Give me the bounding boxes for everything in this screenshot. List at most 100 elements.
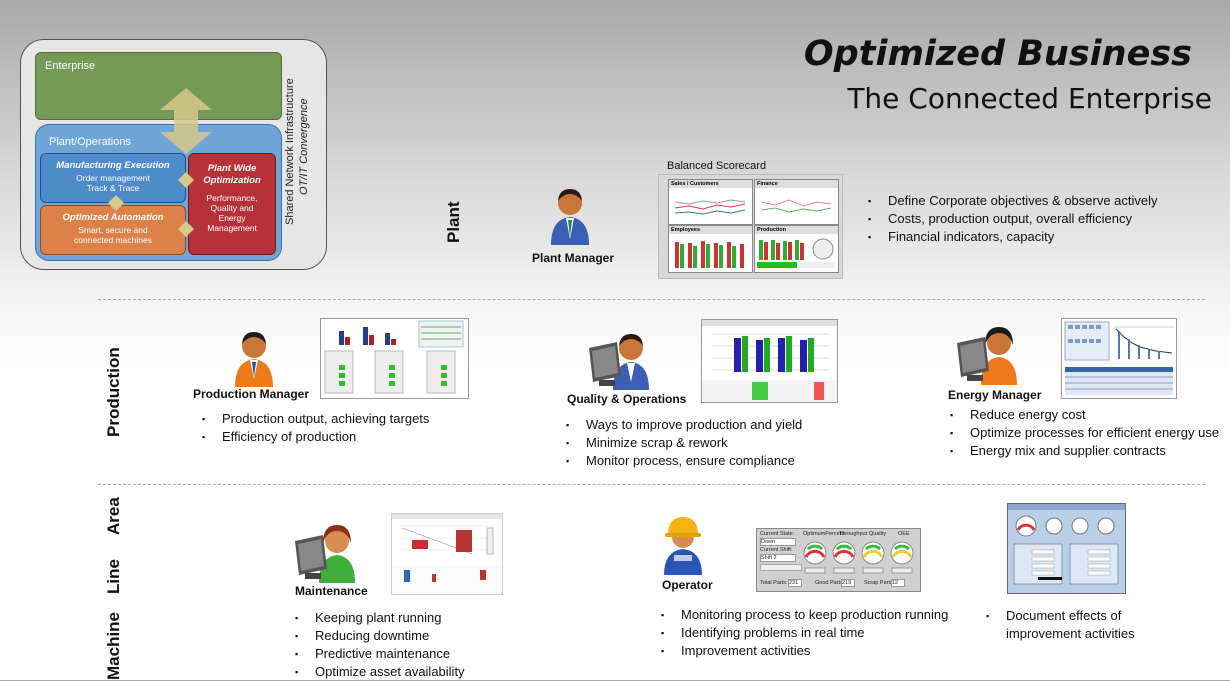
bar-chart-icon — [757, 238, 835, 268]
double-arrow-icon — [160, 88, 212, 154]
scorecard-panel: Finance — [754, 179, 839, 225]
pwo-title: Optimization — [203, 175, 261, 186]
bullet-item: Monitor process, ensure compliance — [566, 452, 802, 470]
quality-operations-bullets: Ways to improve production and yield Min… — [566, 416, 802, 470]
optimized-automation-box: Optimized Automation Smart, secure and c… — [40, 205, 186, 255]
line-chart-icon — [674, 199, 746, 215]
bullet-item: Keeping plant running — [295, 609, 465, 627]
bullet-item: Improvement activities — [661, 642, 948, 660]
balanced-scorecard-thumbnail: Sales / Customers Finance Employees Prod… — [658, 174, 843, 279]
line-chart-icon — [760, 199, 832, 213]
bullet-item: Document effects of improvement activiti… — [986, 607, 1156, 643]
section-divider — [98, 299, 1205, 300]
plant-manager-bullets: Define Corporate objectives & observe ac… — [868, 192, 1158, 246]
enterprise-label: Enterprise — [45, 60, 96, 72]
scorecard-panel: Production — [754, 225, 839, 273]
bullet-item: Financial indicators, capacity — [868, 228, 1158, 246]
dashboard-chart-icon — [1064, 321, 1174, 395]
auto-title: Optimized Automation — [62, 212, 164, 223]
operator-hardhat-icon — [664, 517, 702, 575]
mfg-title: Manufacturing Execution — [56, 160, 170, 171]
person-icon — [235, 332, 273, 387]
person-icon — [551, 189, 589, 245]
production-dashboard-thumbnail — [320, 318, 469, 399]
dashboard-chart-icon — [324, 320, 464, 394]
bar-chart-icon — [702, 320, 837, 402]
bullet-item: Efficiency of production — [202, 428, 429, 446]
bullet-item: Optimize processes for efficient energy … — [950, 424, 1219, 442]
dashboard-chart-icon — [392, 514, 502, 594]
energy-dashboard-thumbnail — [1061, 318, 1177, 399]
auto-line: connected machines — [74, 235, 152, 245]
bullet-item: Reducing downtime — [295, 627, 465, 645]
maintenance-dashboard-thumbnail — [391, 513, 503, 595]
shared-network-label: Shared Network Infrastructure — [284, 78, 296, 225]
person-at-computer-icon — [295, 525, 355, 583]
state-value: Down — [760, 538, 796, 546]
pwo-line: Quality and — [210, 203, 254, 213]
gauge-label: Throughput — [839, 531, 868, 537]
person-at-computer-icon — [589, 334, 649, 390]
improvement-bullets: Document effects of improvement activiti… — [986, 607, 1156, 643]
bullet-item: Monitoring process to keep production ru… — [661, 606, 948, 624]
bullet-item: Define Corporate objectives & observe ac… — [868, 192, 1158, 210]
panel-title: Production — [755, 226, 838, 234]
level-plant: Plant — [444, 201, 463, 243]
bullet-item: Energy mix and supplier contracts — [950, 442, 1219, 460]
panel-title: Sales / Customers — [669, 180, 752, 188]
pwo-line: Performance, — [206, 193, 258, 203]
level-line: Line — [104, 559, 123, 594]
gauge-label: Quality — [869, 531, 887, 537]
scrap-parts-value: 12 — [891, 579, 905, 587]
page-title: Optimized Business — [803, 34, 1192, 74]
page-subtitle: The Connected Enterprise — [847, 82, 1212, 115]
auto-line: Smart, secure and — [78, 225, 148, 235]
scorecard-title: Balanced Scorecard — [667, 160, 767, 172]
bullet-item: Minimize scrap & rework — [566, 434, 802, 452]
level-production: Production — [104, 347, 123, 437]
connector-diamond-icon — [178, 172, 194, 188]
pwo-line: Energy — [218, 213, 246, 223]
maintenance-label: Maintenance — [295, 584, 368, 598]
plant-manager-label: Plant Manager — [532, 251, 615, 265]
total-parts-value: 231 — [788, 579, 802, 587]
plant-operations-label: Plant/Operations — [49, 136, 131, 148]
ot-it-convergence-label: OT/IT Convergence — [298, 98, 310, 195]
mfg-line: Order management — [76, 173, 150, 183]
bullet-item: Ways to improve production and yield — [566, 416, 802, 434]
connector-diamond-icon — [178, 221, 194, 237]
enterprise-layer: Enterprise — [35, 52, 282, 120]
bullet-item: Identifying problems in real time — [661, 624, 948, 642]
panel-title: Employees — [669, 226, 752, 234]
mfg-line: Track & Trace — [86, 183, 140, 193]
quality-operations-label: Quality & Operations — [567, 392, 687, 406]
good-parts-value: 219 — [841, 579, 855, 587]
gauge-icon — [803, 541, 914, 574]
shift-label: Current Shift: — [760, 547, 793, 553]
bullet-item: Reduce energy cost — [950, 406, 1219, 424]
operator-panel: Current State: Down Current Shift: Shift… — [756, 528, 921, 592]
section-divider — [98, 484, 1205, 485]
pwo-title: Plant Wide — [207, 163, 257, 174]
scrap-parts-label: Scrap Parts: — [864, 580, 895, 586]
report-button[interactable] — [760, 564, 802, 571]
pwo-line: Management — [207, 223, 257, 233]
energy-manager-label: Energy Manager — [948, 388, 1042, 402]
improvement-dashboard-thumbnail — [1007, 503, 1126, 594]
level-area: Area — [104, 497, 123, 535]
bullet-item: Optimize asset availability — [295, 663, 465, 681]
bullet-item: Predictive maintenance — [295, 645, 465, 663]
scorecard-panel: Employees — [668, 225, 753, 273]
production-manager-bullets: Production output, achieving targets Eff… — [202, 410, 429, 446]
quality-dashboard-thumbnail — [701, 319, 838, 403]
production-manager-label: Production Manager — [193, 387, 310, 401]
panel-title: Finance — [755, 180, 838, 188]
connector-diamond-icon — [108, 195, 124, 211]
operator-label: Operator — [662, 578, 713, 592]
gauge-label: OEE — [898, 531, 910, 537]
operator-bullets: Monitoring process to keep production ru… — [661, 606, 948, 660]
total-parts-label: Total Parts: — [760, 580, 788, 586]
maintenance-bullets: Keeping plant running Reducing downtime … — [295, 609, 465, 681]
level-machine: Machine — [104, 611, 123, 680]
